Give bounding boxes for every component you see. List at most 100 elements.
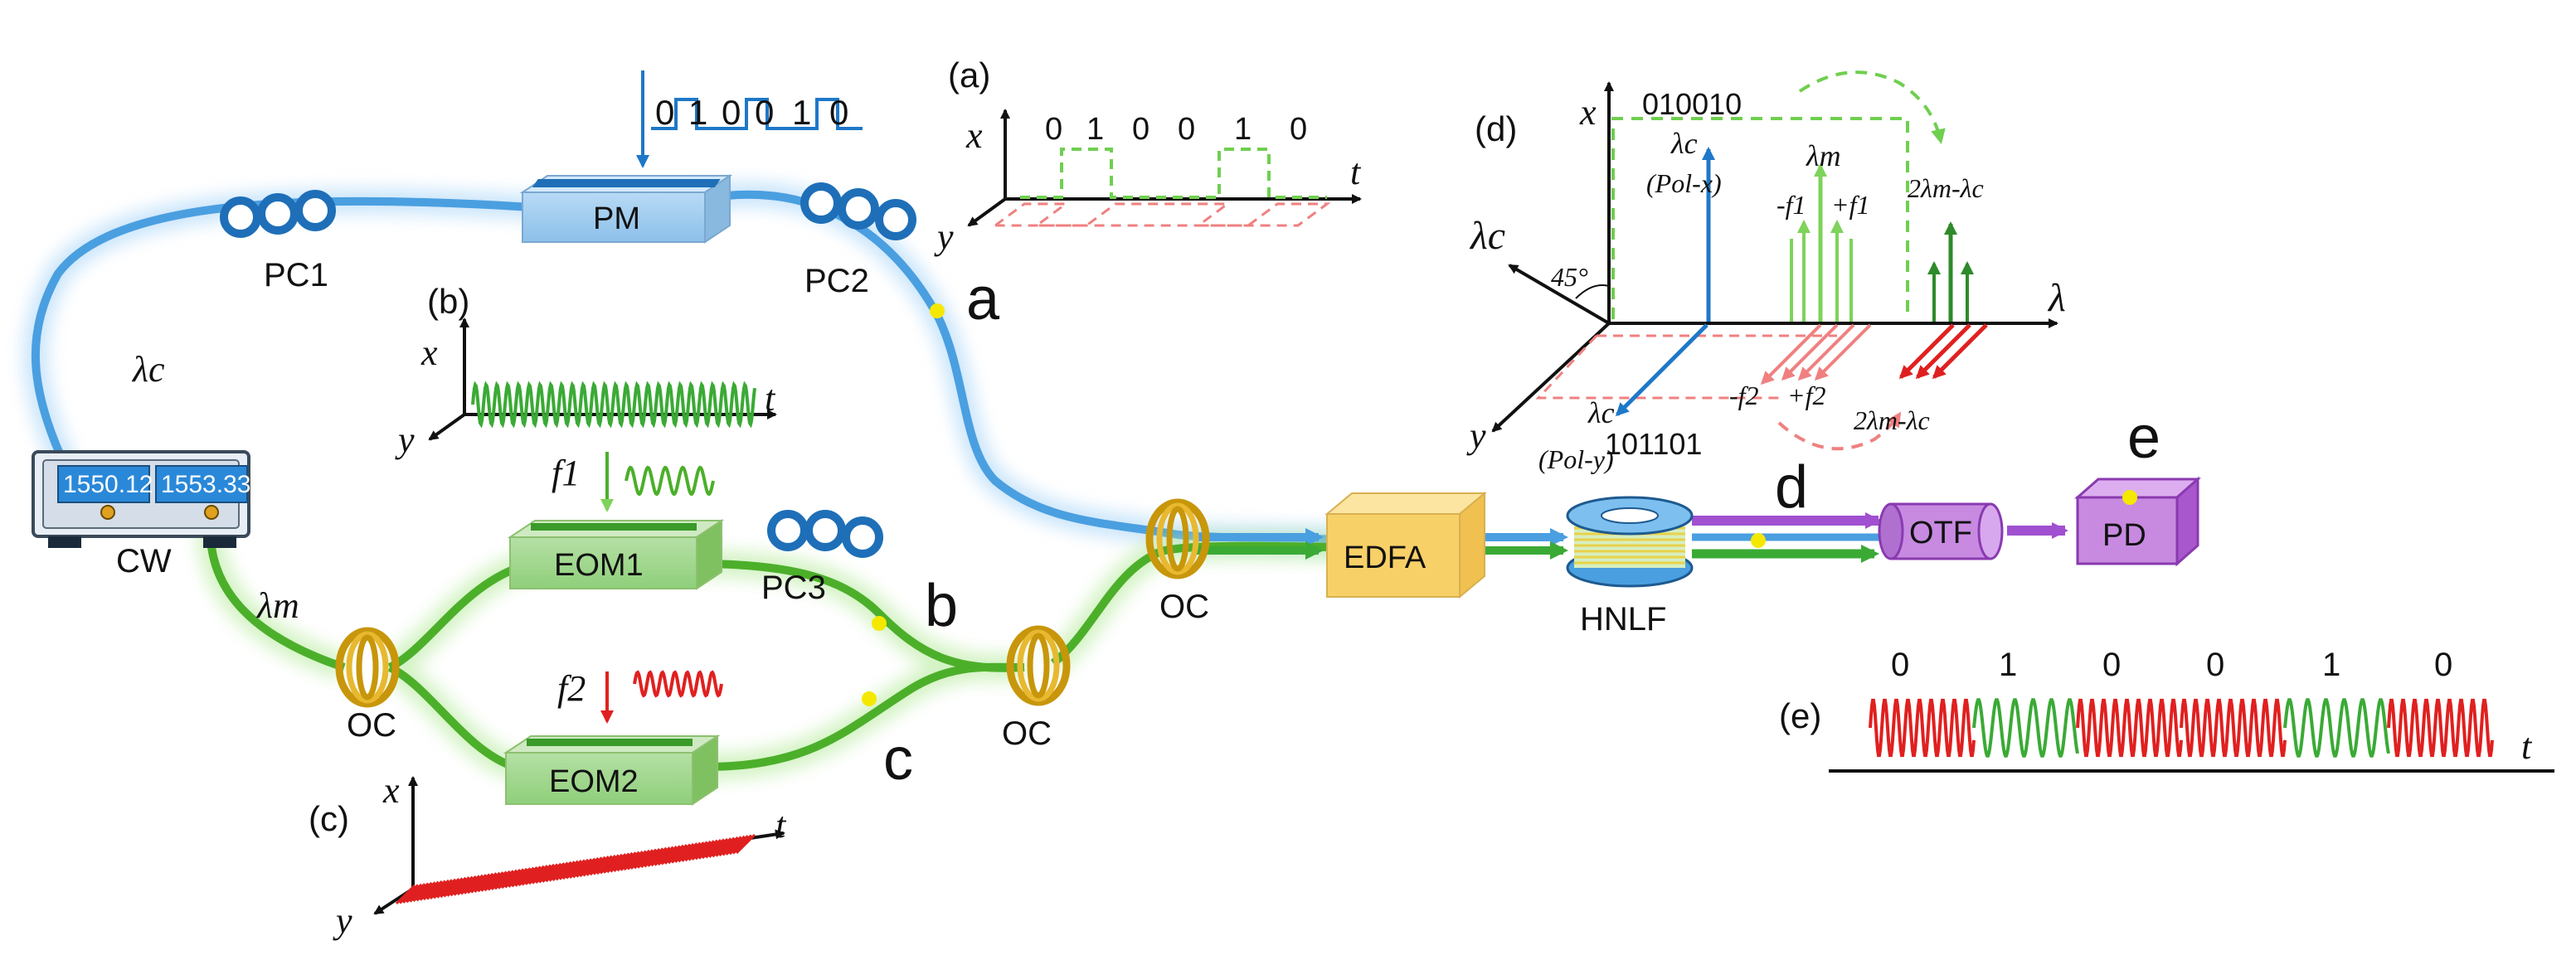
inset-d-x-conversion-arrow xyxy=(1798,70,1946,144)
inset-a-y-axis xyxy=(967,197,1007,227)
inset-b-green-waveform xyxy=(471,381,756,429)
blue-fiber xyxy=(31,190,1344,545)
cw-port-right-icon xyxy=(204,505,219,520)
oc2-coupler-icon[interactable] xyxy=(1006,625,1071,706)
phase-modulator[interactable] xyxy=(519,174,733,244)
inset-a-x-pulse xyxy=(1020,148,1327,199)
inset-a: (a) x t y 0 1 0 0 1 0 xyxy=(934,56,1362,257)
inset-d-lambda-c-y-label: λc xyxy=(1587,396,1615,429)
pm-bit-5: 0 xyxy=(829,93,848,132)
pm-bit-2: 0 xyxy=(722,93,741,132)
inset-d-y-red-line-1 xyxy=(1898,323,1955,380)
inset-b: (b) x t y xyxy=(395,282,777,460)
inset-d-y-pink-line-4 xyxy=(1814,323,1872,381)
otf-label: OTF xyxy=(1909,516,1972,550)
eom1-label: EOM1 xyxy=(554,548,644,583)
inset-d-idler-y-label: 2λm-λc xyxy=(1854,405,1930,435)
inset-a-label: (a) xyxy=(948,56,990,95)
inset-d-y-conversion-arrow xyxy=(1777,411,1902,451)
point-a-label: a xyxy=(966,266,1000,332)
inset-a-bit-0: 0 xyxy=(1045,112,1062,147)
inset-d-code-y: 101101 xyxy=(1605,427,1702,461)
lambda-m-label: λm xyxy=(255,585,299,626)
cw-foot-left xyxy=(48,536,81,548)
pm-bit-0: 0 xyxy=(655,93,674,132)
hnlf-spool-icon[interactable] xyxy=(1566,496,1694,588)
point-b-label: b xyxy=(925,573,958,639)
inset-d-minus-f1-label: -f1 xyxy=(1776,190,1806,220)
point-d-marker xyxy=(1751,533,1766,548)
inset-d-pol-x-label: (Pol-x) xyxy=(1646,168,1722,198)
inset-d-y-axis xyxy=(1491,322,1611,433)
inset-a-bit-3: 0 xyxy=(1178,112,1195,147)
inset-d-x-label: x xyxy=(1579,92,1597,133)
cw-port-left-icon xyxy=(100,505,115,520)
fiber-paths xyxy=(22,182,2068,780)
inset-d-lambda-c-y-line xyxy=(1615,323,1708,417)
inset-b-label: (b) xyxy=(427,282,469,321)
inset-b-t-label: t xyxy=(765,378,776,419)
eom2-modulator[interactable] xyxy=(503,734,721,806)
f1-waveform xyxy=(625,465,715,497)
pc3-label: PC3 xyxy=(761,570,826,606)
cw-display-right-text: 1553.33 xyxy=(161,471,250,498)
inset-b-x-label: x xyxy=(420,332,438,373)
point-e-label: e xyxy=(2127,405,2160,471)
pm-bit-4: 1 xyxy=(792,93,811,132)
inset-d-x-plane xyxy=(1611,117,1909,319)
inset-a-bit-2: 0 xyxy=(1132,112,1149,147)
inset-d-y-plane xyxy=(1535,334,1837,400)
edfa-amplifier[interactable] xyxy=(1324,491,1487,599)
inset-e-bit-1: 1 xyxy=(1999,647,2017,683)
lambda-c-label: λc xyxy=(131,349,165,390)
inset-a-y-pulse xyxy=(994,202,1331,227)
inset-d-plus-f2-label: +f2 xyxy=(1787,381,1825,410)
oc1-label: OC xyxy=(347,707,396,744)
inset-c-t-label: t xyxy=(775,805,787,846)
inset-a-bit-4: 1 xyxy=(1234,112,1252,147)
inset-d-angle-arc xyxy=(1575,284,1610,299)
oc1-coupler-icon[interactable] xyxy=(335,627,400,708)
inset-c-red-waveform xyxy=(395,833,756,905)
inset-b-y-axis xyxy=(428,413,466,441)
inset-d: (d) x λ y λc 45° 010010 101101 λc (Pol-x… xyxy=(1466,70,2066,474)
inset-e: (e) t 0 1 0 0 1 0 xyxy=(1779,647,2554,773)
point-c-marker xyxy=(862,691,877,706)
pc3-icon[interactable] xyxy=(767,510,883,558)
hnlf-label: HNLF xyxy=(1580,601,1666,637)
pm-bit-waveform xyxy=(651,98,863,130)
pc1-icon[interactable] xyxy=(220,190,336,238)
cw-laser-source[interactable]: 1550.12 1553.33 xyxy=(32,450,250,548)
inset-e-green-waveform xyxy=(1972,698,2390,758)
inset-d-code-x: 010010 xyxy=(1642,87,1742,121)
inset-e-bit-3: 0 xyxy=(2206,647,2224,683)
inset-e-bit-0: 0 xyxy=(1891,647,1909,683)
pm-bit-1: 1 xyxy=(688,93,707,132)
point-c-label: c xyxy=(883,726,913,793)
inset-d-y-label: y xyxy=(1466,415,1486,456)
f2-label: f2 xyxy=(557,668,586,709)
inset-d-lambda-c-axis xyxy=(1508,264,1611,325)
edfa-label: EDFA xyxy=(1344,541,1427,575)
f2-waveform xyxy=(633,670,723,698)
photodetector[interactable] xyxy=(2074,476,2201,567)
inset-d-label: (d) xyxy=(1475,109,1517,148)
pm-label: PM xyxy=(593,201,640,236)
inset-e-bit-2: 0 xyxy=(2102,647,2121,683)
pm-bits: 0 1 0 0 1 0 xyxy=(655,93,848,132)
inset-a-bit-1: 1 xyxy=(1086,112,1104,147)
cw-label: CW xyxy=(116,543,172,579)
inset-e-bit-4: 1 xyxy=(2322,647,2340,683)
inset-d-y-pink-line-3 xyxy=(1797,323,1855,381)
pc2-icon[interactable] xyxy=(800,182,916,240)
inset-d-y-red-line-3 xyxy=(1932,323,1988,380)
oc3-coupler-icon[interactable] xyxy=(1145,498,1210,579)
pd-label: PD xyxy=(2102,518,2146,553)
pc2-label: PC2 xyxy=(804,263,869,299)
inset-d-y-pink-line-1 xyxy=(1760,323,1822,385)
inset-a-bit-5: 0 xyxy=(1290,112,1307,147)
eom2-label: EOM2 xyxy=(549,764,639,799)
otf-filter[interactable] xyxy=(1878,502,2004,560)
eom1-modulator[interactable] xyxy=(507,519,725,590)
